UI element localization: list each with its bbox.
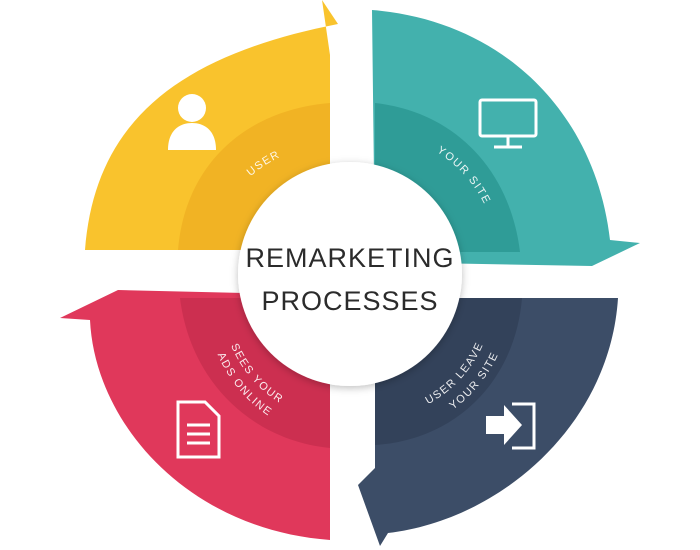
- user-icon: [168, 94, 216, 150]
- center-circle: REMARKETING PROCESSES: [238, 162, 462, 386]
- exit-arrow-icon: [486, 402, 536, 450]
- center-title-line2: PROCESSES: [261, 286, 438, 316]
- monitor-icon: [478, 98, 538, 149]
- document-icon: [176, 400, 221, 459]
- center-title-line1: REMARKETING: [245, 243, 454, 273]
